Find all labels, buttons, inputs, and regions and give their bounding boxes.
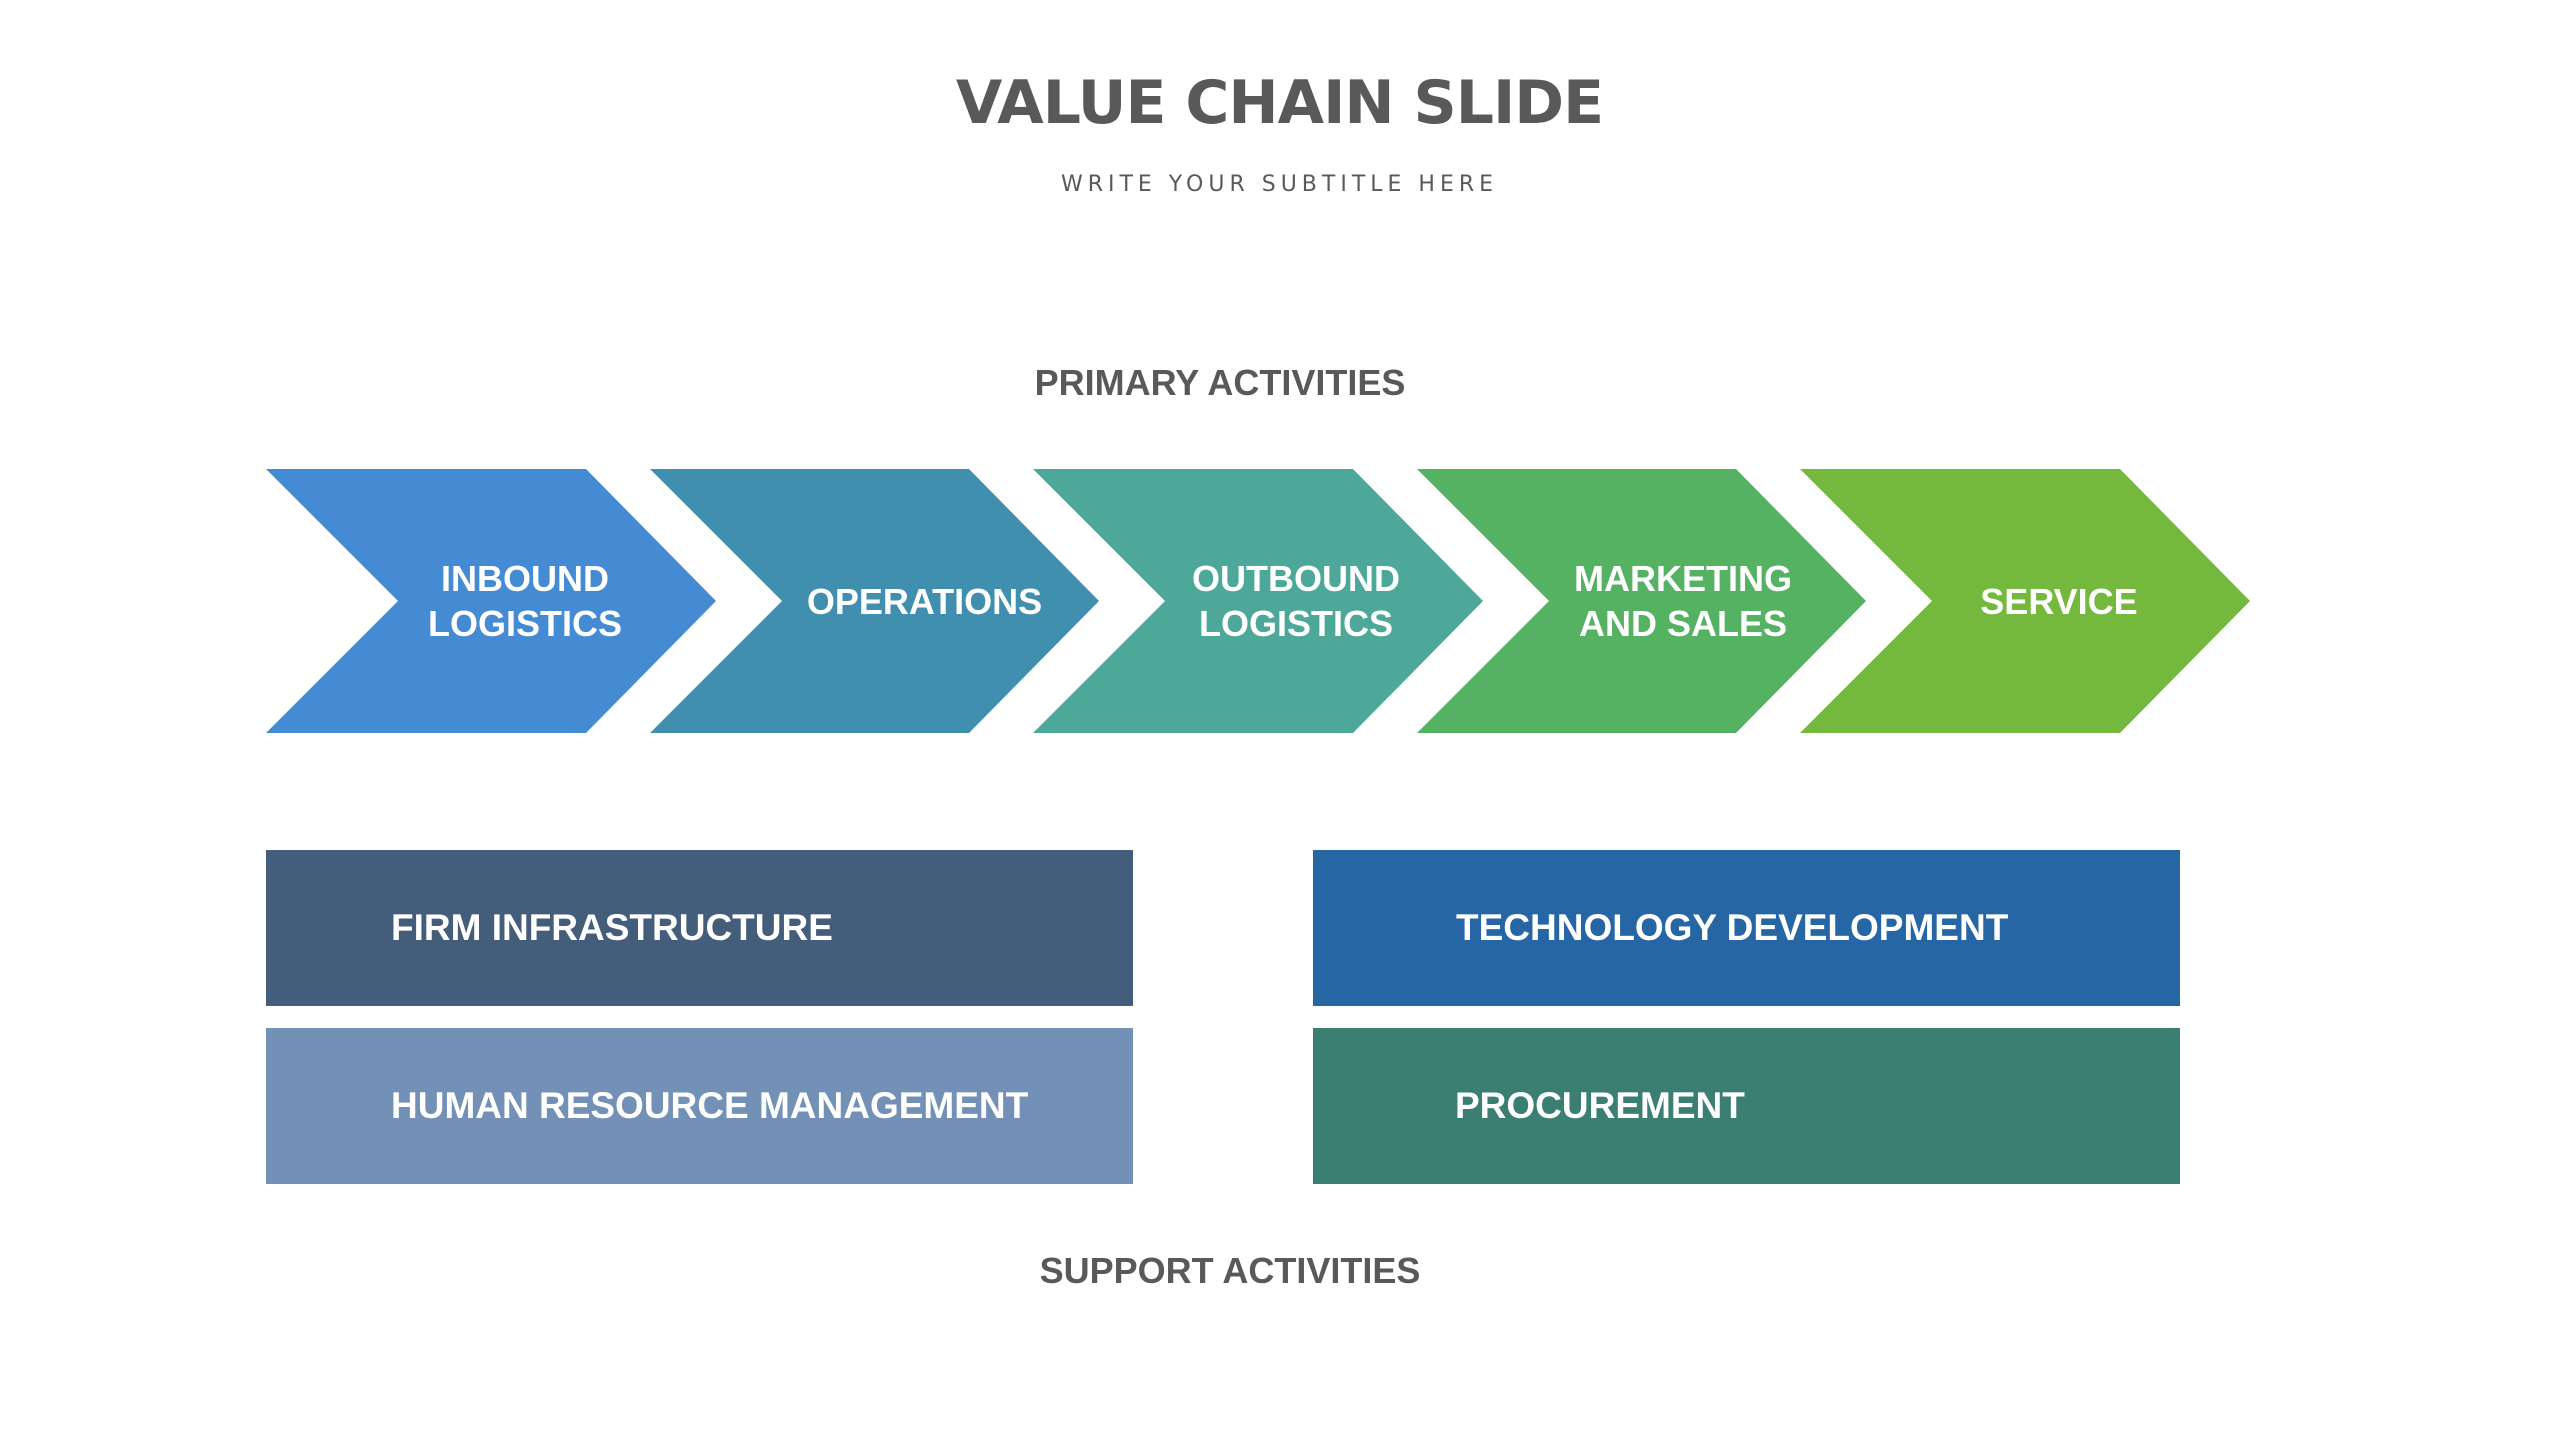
support-box-firm-infrastructure: FIRM INFRASTRUCTURE	[266, 850, 1133, 1006]
support-label-firm-infrastructure: FIRM INFRASTRUCTURE	[391, 907, 833, 948]
support-box-technology-development: TECHNOLOGY DEVELOPMENT	[1313, 850, 2180, 1006]
support-activities-label: SUPPORT ACTIVITIES	[1039, 1250, 1421, 1291]
chevron-label-service: SERVICE	[1980, 580, 2138, 622]
slide-title: VALUE CHAIN SLIDE	[955, 68, 1604, 138]
chevron-service	[1800, 469, 2250, 733]
chevron-label-operations: OPERATIONS	[806, 580, 1043, 622]
support-box-human-resource-management: HUMAN RESOURCE MANAGEMENT	[266, 1028, 1133, 1184]
support-label-technology-development: TECHNOLOGY DEVELOPMENT	[1456, 907, 2009, 948]
chevron-label-marketing-and-sales: MARKETING AND SALES	[1574, 558, 1792, 644]
chevron-inbound-logistics	[266, 469, 716, 733]
support-label-procurement: PROCUREMENT	[1455, 1085, 1745, 1126]
support-box-procurement: PROCUREMENT	[1313, 1028, 2180, 1184]
chevron-outbound-logistics	[1033, 469, 1483, 733]
chevron-label-outbound-logistics: OUTBOUND LOGISTICS	[1192, 558, 1400, 644]
chevron-label-inbound-logistics: INBOUND LOGISTICS	[427, 558, 622, 644]
support-label-human-resource-management: HUMAN RESOURCE MANAGEMENT	[391, 1085, 1029, 1126]
primary-activities-label: PRIMARY ACTIVITIES	[1034, 362, 1406, 403]
slide-subtitle: WRITE YOUR SUBTITLE HERE	[1060, 172, 1499, 197]
chevron-operations	[650, 469, 1099, 733]
chevron-marketing-and-sales	[1417, 469, 1866, 733]
